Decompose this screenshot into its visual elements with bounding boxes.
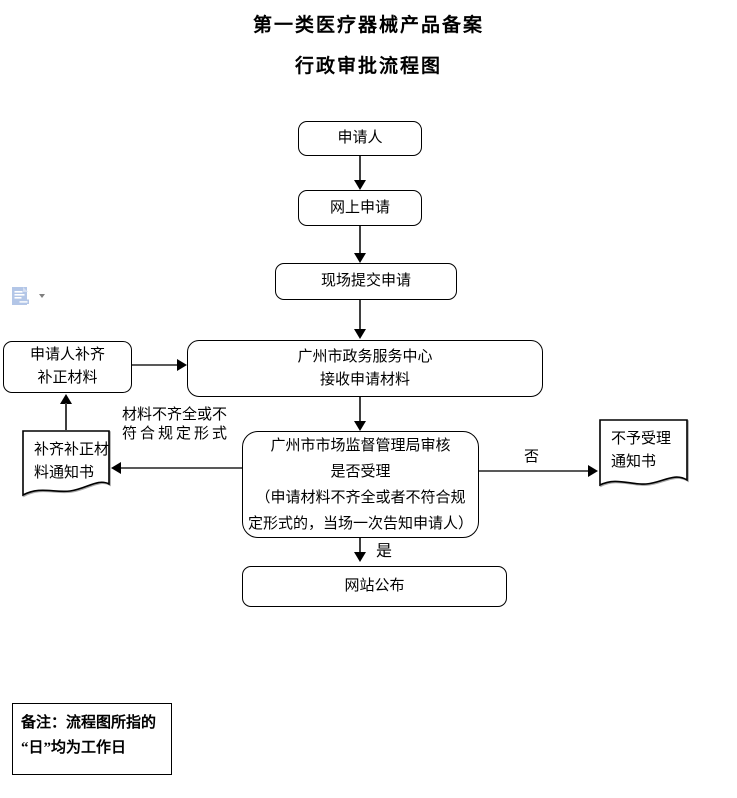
connector-notice-supplement [65, 403, 67, 430]
arrowhead-down-icon [354, 552, 366, 562]
node-applicant-label: 申请人 [337, 130, 383, 146]
note-line2: “日”均为工作日 [21, 740, 127, 756]
doc-rejection-notice-text: 不予受理 通知书 [611, 428, 671, 474]
node-website-publish: 网站公布 [242, 566, 507, 607]
node-review-line1: 广州市市场监督管理局审核 [270, 437, 451, 454]
arrowhead-down-icon [354, 180, 366, 190]
node-review-line4: 定形式的，当场一次告知申请人） [247, 515, 473, 532]
doc-supplement-notice-line1: 补齐补正材 [34, 442, 110, 458]
note-box: 备注：流程图所指的 “日”均为工作日 [12, 703, 172, 775]
label-incomplete-line1: 材料不齐全或不 [122, 407, 228, 423]
label-incomplete-materials: 材料不齐全或不 符合规定形式 [122, 406, 230, 444]
node-supplement-line2: 补正材料 [37, 370, 98, 386]
connector-supplement-center [132, 364, 178, 366]
node-website-publish-label: 网站公布 [344, 578, 405, 594]
document-shape [22, 430, 110, 497]
node-onsite-submission: 现场提交申请 [275, 263, 457, 300]
note-line1: 备注：流程图所指的 [21, 715, 157, 731]
connector-online-onsite [359, 226, 361, 254]
node-service-center-line2: 接收申请材料 [319, 371, 410, 388]
connector-onsite-center [359, 300, 361, 330]
doc-supplement-notice-text: 补齐补正材 料通知书 [34, 439, 109, 485]
arrowhead-right-icon [177, 359, 187, 371]
connector-review-supplement-notice [121, 467, 242, 469]
label-incomplete-line2: 符合规定形式 [122, 426, 231, 442]
page-subtitle: 行政审批流程图 [294, 56, 442, 77]
arrowhead-up-icon [60, 394, 72, 404]
arrowhead-right-icon [588, 465, 598, 477]
page-title: 第一类医疗器械产品备案 [252, 15, 484, 36]
paste-options-icon [10, 287, 32, 312]
node-review-line2: 是否受理 [330, 463, 391, 480]
doc-rejection-notice: 不予受理 通知书 [599, 419, 689, 491]
node-supplement-line1: 申请人补齐 [29, 347, 105, 363]
arrowhead-down-icon [354, 253, 366, 263]
chevron-down-icon [39, 294, 45, 298]
node-service-center-line1: 广州市政务服务中心 [297, 348, 433, 365]
node-review-line3: （申请材料不齐全或者不符合规 [255, 489, 466, 506]
doc-supplement-notice-line2: 料通知书 [34, 465, 95, 481]
connector-applicant-online [359, 156, 361, 181]
node-applicant: 申请人 [298, 121, 422, 156]
label-no: 否 [524, 449, 540, 465]
paste-options-button[interactable] [10, 284, 48, 310]
node-review-decision: 广州市市场监督管理局审核 是否受理 （申请材料不齐全或者不符合规 定形式的，当场… [242, 431, 479, 538]
doc-rejection-notice-line2: 通知书 [611, 454, 657, 470]
connector-center-review [359, 397, 361, 422]
node-online-application: 网上申请 [298, 190, 422, 226]
document-shape [599, 419, 688, 487]
arrowhead-down-icon [354, 421, 366, 431]
connector-review-rejection-notice [479, 470, 589, 472]
connector-review-publish [359, 538, 361, 553]
arrowhead-left-icon [111, 462, 121, 474]
label-yes: 是 [376, 543, 393, 560]
arrowhead-down-icon [354, 329, 366, 339]
node-online-application-label: 网上申请 [329, 199, 390, 216]
doc-rejection-notice-line1: 不予受理 [611, 431, 672, 447]
node-onsite-submission-label: 现场提交申请 [320, 273, 411, 289]
node-service-center: 广州市政务服务中心 接收申请材料 [187, 340, 543, 397]
doc-supplement-notice: 补齐补正材 料通知书 [22, 430, 112, 502]
node-supplement-materials: 申请人补齐 补正材料 [3, 341, 132, 393]
